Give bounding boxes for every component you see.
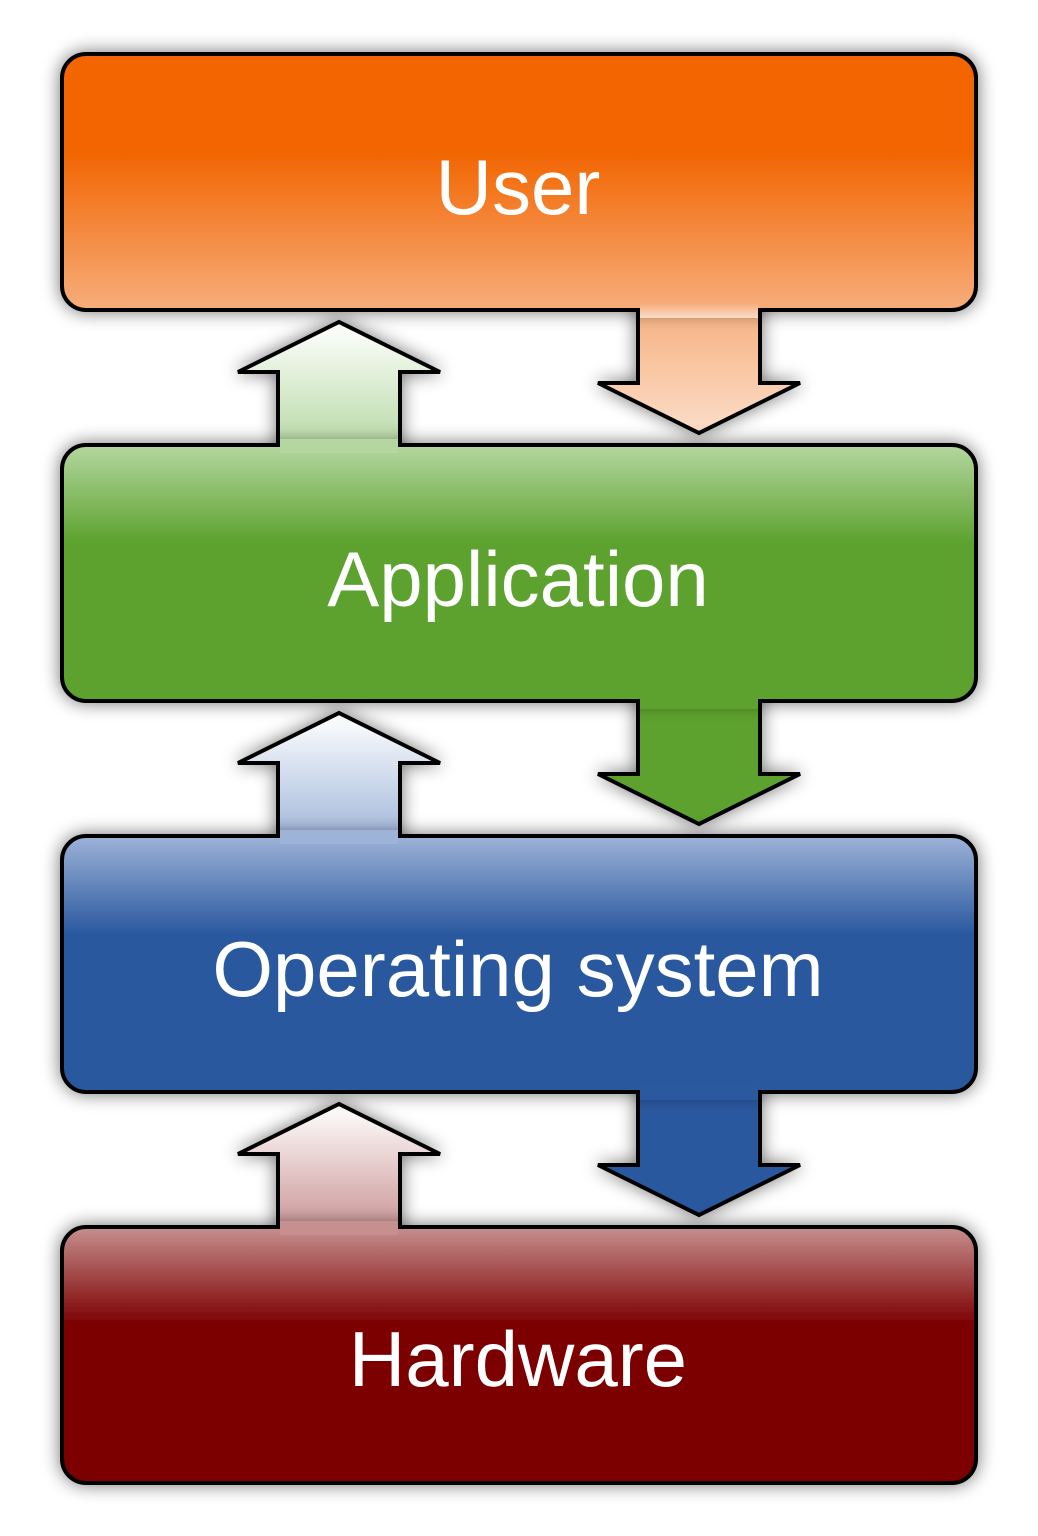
up-arrow-operating-system-to-application	[237, 710, 441, 848]
up-arrow-application-to-user	[237, 319, 441, 457]
down-arrow-user-to-application	[597, 298, 801, 436]
diagram-labels: User Application Operating system Hardwa…	[212, 143, 823, 1403]
up-arrow-joint-hardware	[280, 1221, 398, 1235]
down-arrow-joint-user	[640, 304, 758, 318]
down-arrow-joint-operating-system	[640, 1086, 758, 1100]
layer-box-user	[60, 52, 978, 312]
layer-label-user: User	[436, 143, 601, 231]
diagram-shapes	[60, 52, 978, 1485]
down-arrow-joint-application	[640, 695, 758, 709]
layer-box-operating-system	[60, 834, 978, 1094]
layer-label-hardware: Hardware	[349, 1315, 687, 1403]
up-arrow-hardware-to-operating-system	[237, 1101, 441, 1239]
down-arrow-operating-system-to-hardware	[597, 1080, 801, 1218]
up-arrow-joint-application	[280, 439, 398, 453]
layer-label-operating-system: Operating system	[212, 925, 823, 1013]
up-arrow-joint-operating-system	[280, 830, 398, 844]
layer-label-application: Application	[327, 535, 709, 623]
layer-box-application	[60, 443, 978, 703]
down-arrow-application-to-operating-system	[597, 689, 801, 827]
layer-box-hardware	[60, 1225, 978, 1485]
